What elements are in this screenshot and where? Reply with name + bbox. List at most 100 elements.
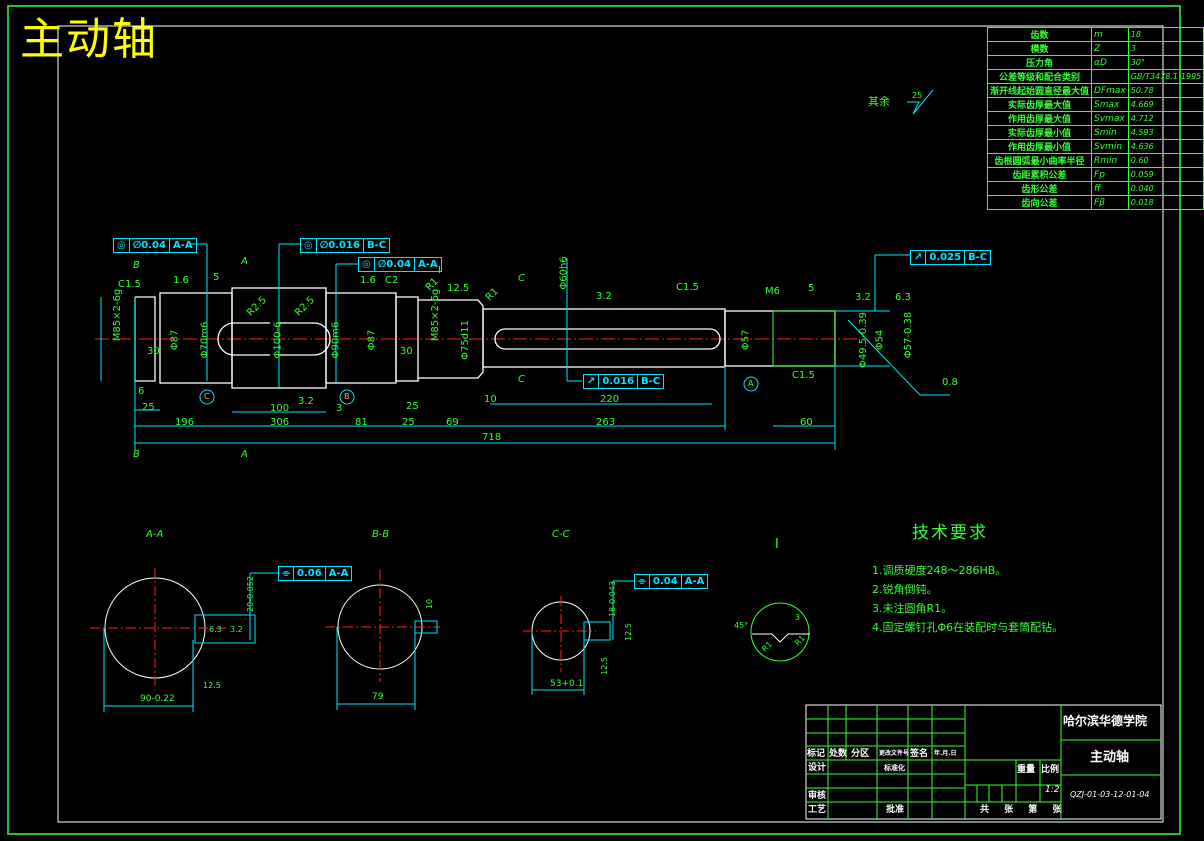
dim-thread-left: M85×2-6g: [112, 288, 124, 342]
section-bb-label: B-B: [372, 529, 390, 540]
param-value: 0.040: [1127, 181, 1204, 196]
roughness-6.3: 6.3: [895, 292, 911, 303]
dim-chamfer-c15-mid: C1.5: [676, 282, 699, 293]
tb-count: 处数: [829, 749, 848, 759]
roughness-3.2-b: 3.2: [596, 291, 612, 302]
surface-finish-note-value: 25: [912, 91, 923, 100]
param-name: 作用齿厚最小值: [986, 139, 1093, 154]
param-name: 实际齿厚最大值: [986, 97, 1093, 112]
section-aa-ra: 3.2: [230, 625, 243, 634]
section-marker-a-bottom: A: [241, 449, 248, 460]
param-value: 4.712: [1127, 111, 1204, 126]
tb-scale: 1:2: [1045, 785, 1060, 795]
shaft-outline: [134, 287, 836, 389]
param-name: 作用齿厚最大值: [986, 111, 1093, 126]
datum-a-label: A: [748, 379, 754, 388]
param-name: 公差等级和配合类别: [986, 69, 1093, 84]
title-block-grid: [805, 704, 1162, 820]
detail-i-dim: 3: [795, 613, 801, 622]
tb-part-name: 主动轴: [1090, 750, 1130, 765]
tb-standard: 标准化: [884, 764, 905, 772]
dim-phi54: Φ54: [874, 329, 886, 351]
param-symbol: Fβ: [1091, 195, 1129, 210]
param-symbol: Smax: [1091, 97, 1129, 112]
technical-requirements: 技术要求 1.调质硬度248～286HB。 2.锐角倒钝。 3.未注圆角R1。 …: [872, 518, 1063, 637]
dim-phi57: Φ57: [740, 329, 752, 351]
section-bb-key: 10: [425, 598, 435, 610]
param-name: 齿向公差: [986, 195, 1093, 210]
dim-5-vert: 5: [808, 283, 815, 294]
dim-phi70: Φ70m6: [199, 321, 211, 359]
drawing-title: 主动轴: [20, 14, 158, 65]
surface-roughness-icon: [907, 89, 934, 115]
param-name: 齿距累积公差: [986, 167, 1093, 182]
param-name: 齿数: [986, 27, 1093, 42]
dim-220: 220: [600, 394, 620, 405]
param-symbol: DFmax: [1091, 83, 1129, 98]
param-name: 压力角: [986, 55, 1093, 70]
dim-3: 3: [336, 403, 343, 414]
param-value: 0.60: [1127, 153, 1204, 168]
param-symbol: [1091, 69, 1129, 84]
dim-718: 718: [482, 432, 502, 443]
tb-drawing-no: QZJ-01-03-12-01-04: [1070, 790, 1150, 799]
section-aa-key: 20-0.052: [245, 576, 255, 612]
param-symbol: Fp: [1091, 167, 1129, 182]
param-symbol: Smin: [1091, 125, 1129, 140]
section-cc-key: 18-0.043: [607, 581, 617, 617]
param-value: 4.636: [1127, 139, 1204, 154]
dimension-lines: [100, 243, 950, 450]
param-value: 4.669: [1127, 97, 1204, 112]
dim-30-left: 30: [147, 346, 160, 357]
roughness-1.6-b: 1.6: [360, 275, 376, 286]
section-marker-c-top: C: [518, 273, 525, 284]
dim-25-left: 25: [142, 402, 155, 413]
tb-check: 审核: [808, 791, 827, 801]
dim-10: 10: [484, 394, 497, 405]
thread-section: [772, 310, 836, 367]
param-name: 齿根圆弧最小曲率半径: [986, 153, 1093, 168]
param-value: 0.059: [1127, 167, 1204, 182]
dim-60: 60: [800, 417, 813, 428]
param-value: 50.78: [1127, 83, 1204, 98]
param-symbol: Svmax: [1091, 111, 1129, 126]
detail-marker-i: I: [438, 265, 441, 276]
tb-ratio: 比例: [1041, 765, 1060, 775]
section-cc-label: C-C: [552, 529, 570, 540]
dim-196: 196: [175, 417, 195, 428]
dim-m6: M6: [765, 286, 780, 297]
dim-phi87-right: Φ87: [366, 329, 378, 351]
param-name: 渐开线起始圆直径最大值: [986, 83, 1093, 98]
tech-req-line: 3.未注圆角R1。: [872, 602, 953, 615]
dim-phi100: Φ100-6: [272, 321, 284, 359]
tb-design: 设计: [808, 763, 827, 773]
dim-25-vert: 25: [406, 401, 419, 412]
section-cc-ra2: 12.5: [599, 657, 609, 675]
outer-border: [7, 5, 1181, 835]
section-marker-c-bottom: C: [518, 374, 525, 385]
section-aa: [90, 568, 278, 712]
dim-thread-right: M85×2-6g: [430, 288, 442, 342]
tb-mark: 标记: [807, 749, 826, 759]
detail-i-label: I: [775, 537, 779, 552]
section-cc-dia: 53+0.1: [550, 679, 584, 689]
dim-phi75: Φ75d11: [459, 320, 471, 360]
dim-phi49: Φ49.5-0.39: [858, 311, 870, 369]
param-symbol: ff: [1091, 181, 1129, 196]
